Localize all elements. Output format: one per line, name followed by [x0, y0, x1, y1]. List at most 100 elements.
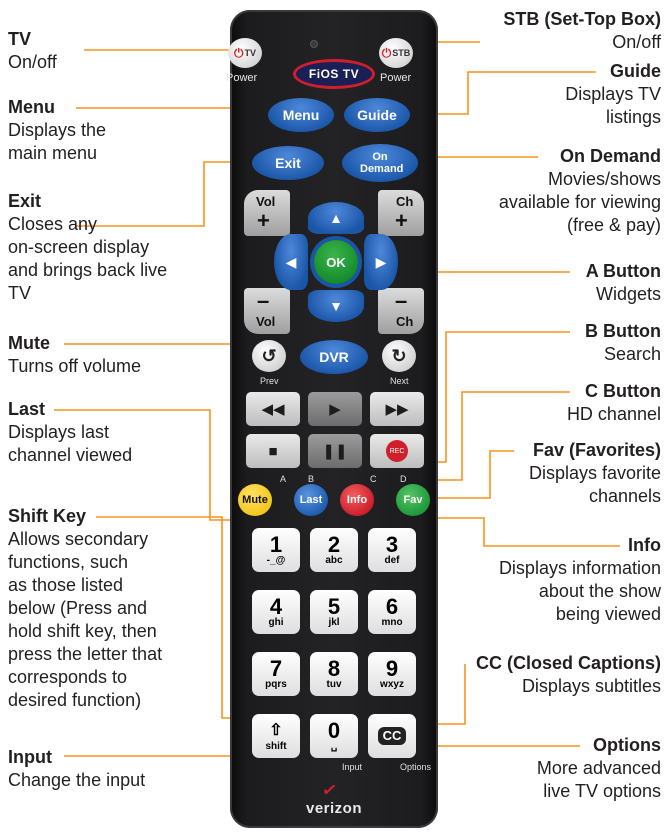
callout-ondemand-desc-1: Movies/shows: [547, 169, 661, 189]
next-label: Next: [390, 376, 409, 386]
callout-exit-desc-1: Closes any: [8, 214, 98, 234]
callout-stb-title: STB (Set-Top Box): [503, 9, 661, 29]
channel-up-button[interactable]: Ch +: [378, 190, 424, 236]
stb-power-button[interactable]: ⏻ STB: [379, 38, 413, 68]
menu-button[interactable]: Menu: [268, 98, 334, 132]
callout-ondemand-desc-3: (free & pay): [566, 215, 661, 235]
callout-guide: Guide Displays TV listings: [565, 60, 661, 129]
fast-forward-button[interactable]: ▶▶: [370, 392, 424, 426]
key-5[interactable]: 5 jkl: [310, 590, 358, 634]
prev-button[interactable]: ↺: [252, 340, 286, 372]
pause-button[interactable]: ❚❚: [308, 434, 362, 468]
callout-exit-desc-2: on-screen display: [8, 237, 150, 257]
key-2-letters: abc: [325, 554, 343, 566]
callout-input: Input Change the input: [8, 746, 145, 792]
rewind-button[interactable]: ◀◀: [246, 392, 300, 426]
stop-icon: ■: [268, 442, 278, 460]
dpad-down-button[interactable]: ▼: [308, 290, 364, 322]
key-8[interactable]: 8 tuv: [310, 652, 358, 696]
key-3[interactable]: 3 def: [368, 528, 416, 572]
volume-down-button[interactable]: – Vol: [244, 288, 290, 334]
callout-ondemand: On Demand Movies/shows available for vie…: [499, 145, 661, 237]
callout-info-desc-3: being viewed: [555, 604, 661, 624]
play-button[interactable]: ▶: [308, 392, 362, 426]
skip-icon: ↻: [391, 345, 407, 366]
tv-power-button[interactable]: ⏻ TV: [228, 38, 262, 68]
stb-power-caption: Power: [380, 72, 412, 84]
arrow-right-icon: ▶: [375, 253, 387, 270]
callout-cc-title: CC (Closed Captions): [475, 653, 661, 673]
play-icon: ▶: [329, 401, 341, 418]
shift-key[interactable]: ⇧ shift: [252, 714, 300, 758]
ch-minus-sign: –: [395, 288, 408, 313]
cc-key[interactable]: CC: [368, 714, 416, 758]
callout-shift-desc-4: below (Press and: [8, 598, 148, 618]
key-1[interactable]: 1 -_@: [252, 528, 300, 572]
callout-exit-desc-4: TV: [8, 283, 32, 303]
verizon-logo: verizon: [305, 800, 362, 817]
ok-button[interactable]: OK: [314, 240, 358, 284]
key-4[interactable]: 4 ghi: [252, 590, 300, 634]
callout-mute-title: Mute: [8, 333, 50, 353]
cc-key-label: CC: [377, 727, 407, 745]
dpad-left-button[interactable]: ◀: [274, 234, 308, 290]
callout-menu: Menu Displays the main menu: [8, 96, 106, 165]
key-9[interactable]: 9 wxyz: [368, 652, 416, 696]
callout-cc: CC (Closed Captions) Displays subtitles: [476, 652, 661, 698]
next-button[interactable]: ↻: [382, 340, 416, 372]
key-7-letters: pqrs: [265, 678, 287, 690]
key-2-digit: 2: [327, 531, 341, 557]
exit-button-label: Exit: [275, 155, 301, 171]
vol-plus-sign: +: [257, 208, 270, 233]
key-6[interactable]: 6 mno: [368, 590, 416, 634]
key-2[interactable]: 2 abc: [310, 528, 358, 572]
key-6-letters: mno: [381, 616, 403, 628]
volume-up-button[interactable]: Vol +: [244, 190, 290, 236]
callout-shift-desc-8: desired function): [8, 690, 142, 710]
callout-tv: TV On/off: [8, 28, 57, 74]
exit-button[interactable]: Exit: [252, 146, 324, 180]
arrow-up-icon: ▲: [329, 210, 343, 226]
key-0[interactable]: 0 ␣: [310, 714, 358, 758]
rewind-icon: ◀◀: [261, 401, 285, 418]
channel-down-button[interactable]: – Ch: [378, 288, 424, 334]
ch-label: Ch: [396, 314, 414, 329]
mute-button[interactable]: Mute: [238, 484, 272, 516]
callout-menu-desc-1: Displays the: [8, 120, 107, 140]
callout-shift: Shift Key Allows secondary functions, su…: [8, 505, 162, 712]
key-8-letters: tuv: [326, 678, 342, 690]
record-button[interactable]: REC: [370, 434, 424, 468]
key-1-letters: -_@: [266, 554, 286, 566]
vol-label: Vol: [256, 194, 276, 209]
callout-guide-desc-2: listings: [605, 107, 661, 127]
last-button[interactable]: Last: [294, 484, 328, 516]
dvr-button[interactable]: DVR: [300, 340, 368, 374]
callout-shift-desc-6: press the letter that: [8, 644, 163, 664]
fav-button[interactable]: Fav: [396, 484, 430, 516]
input-label: Input: [342, 762, 363, 772]
on-demand-button[interactable]: On Demand: [342, 144, 418, 182]
replay-icon: ↺: [261, 345, 277, 366]
key-7-digit: 7: [269, 655, 283, 681]
key-7[interactable]: 7 pqrs: [252, 652, 300, 696]
d-marker: D: [400, 474, 407, 484]
dpad-right-button[interactable]: ▶: [364, 234, 398, 290]
callout-shift-desc-7: corresponds to: [8, 667, 128, 687]
callout-options-desc-2: live TV options: [543, 781, 661, 801]
callout-last-desc-2: channel viewed: [8, 445, 133, 465]
callout-fav-desc-2: channels: [588, 486, 661, 506]
guide-button[interactable]: Guide: [344, 98, 410, 132]
power-icon: ⏻: [233, 45, 244, 60]
callout-options: Options More advanced live TV options: [537, 734, 661, 803]
callout-shift-desc-2: functions, such: [8, 552, 129, 572]
callout-a-button: A Button Widgets: [586, 260, 661, 306]
callout-options-title: Options: [593, 735, 661, 755]
info-button-label: Info: [346, 494, 368, 506]
stop-button[interactable]: ■: [246, 434, 300, 468]
info-button[interactable]: Info: [340, 484, 374, 516]
fios-tv-logo-button[interactable]: FiOS TV: [293, 59, 375, 89]
callout-exit: Exit Closes any on-screen display and br…: [8, 190, 167, 305]
key-1-digit: 1: [269, 531, 283, 557]
dpad-up-button[interactable]: ▲: [308, 202, 364, 234]
callout-cc-desc: Displays subtitles: [521, 676, 661, 696]
